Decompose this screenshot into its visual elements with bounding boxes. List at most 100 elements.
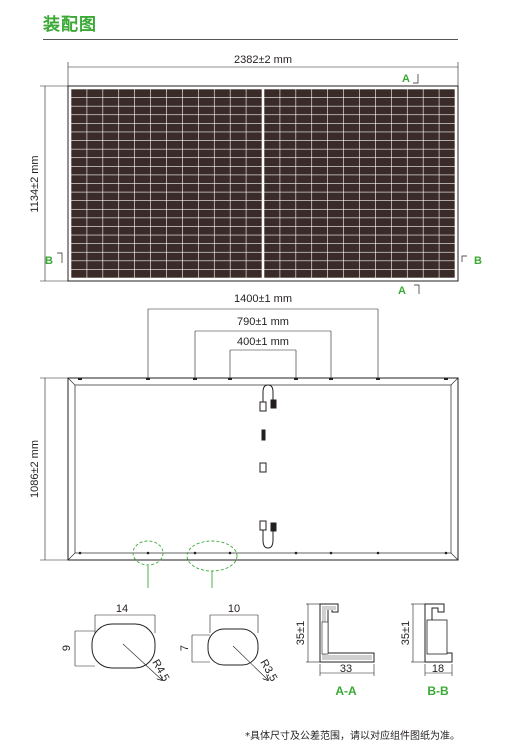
solar-cell <box>71 140 87 149</box>
solar-cell <box>407 158 423 167</box>
solar-cell <box>439 183 455 192</box>
section-a-bottom-arrow <box>414 284 420 294</box>
solar-cell <box>391 158 407 167</box>
solar-cell <box>375 123 392 132</box>
slot1-shape <box>91 623 156 669</box>
solar-cell <box>280 132 296 141</box>
solar-cell <box>230 261 246 270</box>
solar-cell <box>119 89 135 98</box>
solar-cell <box>246 261 262 270</box>
solar-cell <box>166 209 183 218</box>
solar-cell <box>230 97 246 106</box>
solar-cell <box>327 209 344 218</box>
solar-cell <box>423 140 439 149</box>
solar-cell <box>327 123 344 132</box>
solar-cell <box>182 183 199 192</box>
solar-cell <box>343 106 360 115</box>
solar-cell <box>198 123 214 132</box>
solar-cell <box>214 252 230 261</box>
slot1-height-label: 9 <box>61 645 73 651</box>
solar-cell <box>264 132 280 141</box>
solar-cell <box>391 132 407 141</box>
solar-cell <box>423 209 439 218</box>
solar-cell <box>407 226 423 235</box>
solar-cell <box>343 235 360 244</box>
solar-cell <box>296 140 312 149</box>
section-b-left-arrow <box>57 252 63 263</box>
solar-cell <box>375 149 392 158</box>
slot1-radius-label: R4.5 <box>149 658 171 684</box>
detail-circle-left <box>132 540 164 566</box>
solar-cell <box>407 183 423 192</box>
solar-cell <box>198 89 214 98</box>
solar-cell <box>407 252 423 261</box>
solar-cell <box>375 140 392 149</box>
solar-cell <box>439 158 455 167</box>
solar-cell <box>166 123 183 132</box>
solar-cell <box>166 226 183 235</box>
solar-cell <box>198 226 214 235</box>
solar-cell <box>343 132 360 141</box>
back-height-label: 1086±2 mm <box>29 440 41 498</box>
solar-cell <box>71 166 87 175</box>
solar-cell <box>214 115 230 124</box>
solar-cell <box>375 243 392 252</box>
bb-height-label: 35±1 <box>400 621 412 645</box>
slot2-radius-label: R3.5 <box>257 658 279 684</box>
solar-cell <box>166 106 183 115</box>
solar-cell <box>343 200 360 209</box>
solar-cell <box>119 123 135 132</box>
solar-cell <box>198 252 214 261</box>
solar-cell <box>87 209 103 218</box>
solar-cell <box>134 261 151 270</box>
solar-cell <box>312 252 328 261</box>
solar-cell <box>246 269 262 278</box>
solar-cell <box>407 235 423 244</box>
solar-cell <box>103 97 119 106</box>
solar-cell <box>198 200 214 209</box>
solar-cell <box>327 106 344 115</box>
solar-cell <box>103 200 119 209</box>
solar-cell <box>264 235 280 244</box>
solar-cell <box>423 115 439 124</box>
solar-cell <box>87 140 103 149</box>
solar-cell <box>182 209 199 218</box>
solar-cell <box>87 89 103 98</box>
solar-cell <box>87 115 103 124</box>
solar-cell <box>407 166 423 175</box>
solar-cell <box>280 166 296 175</box>
solar-cell <box>391 149 407 158</box>
solar-cell <box>280 123 296 132</box>
solar-cell <box>71 106 87 115</box>
solar-cell <box>166 235 183 244</box>
solar-cell <box>407 132 423 141</box>
solar-cell <box>359 261 376 270</box>
solar-cell <box>150 175 167 184</box>
solar-cell <box>230 235 246 244</box>
solar-cell <box>439 166 455 175</box>
top-mounting-holes <box>78 378 448 380</box>
solar-cell <box>327 235 344 244</box>
solar-cell <box>327 261 344 270</box>
solar-cell <box>264 166 280 175</box>
solar-cell <box>87 166 103 175</box>
solar-cell <box>296 115 312 124</box>
solar-cell <box>280 235 296 244</box>
solar-cell <box>230 132 246 141</box>
solar-cell <box>103 158 119 167</box>
solar-cell <box>119 97 135 106</box>
solar-cell <box>423 192 439 201</box>
slot2-shape <box>207 628 259 666</box>
solar-cell <box>327 89 344 98</box>
solar-cell <box>166 149 183 158</box>
solar-cell <box>439 132 455 141</box>
solar-cell <box>391 235 407 244</box>
solar-cell <box>150 192 167 201</box>
solar-cell <box>198 106 214 115</box>
solar-cell <box>246 252 262 261</box>
solar-cell <box>264 218 280 227</box>
solar-cell <box>375 175 392 184</box>
solar-cell <box>71 218 87 227</box>
solar-cell <box>391 226 407 235</box>
slot-detail-2: 10 7 R3.5 <box>179 603 279 684</box>
